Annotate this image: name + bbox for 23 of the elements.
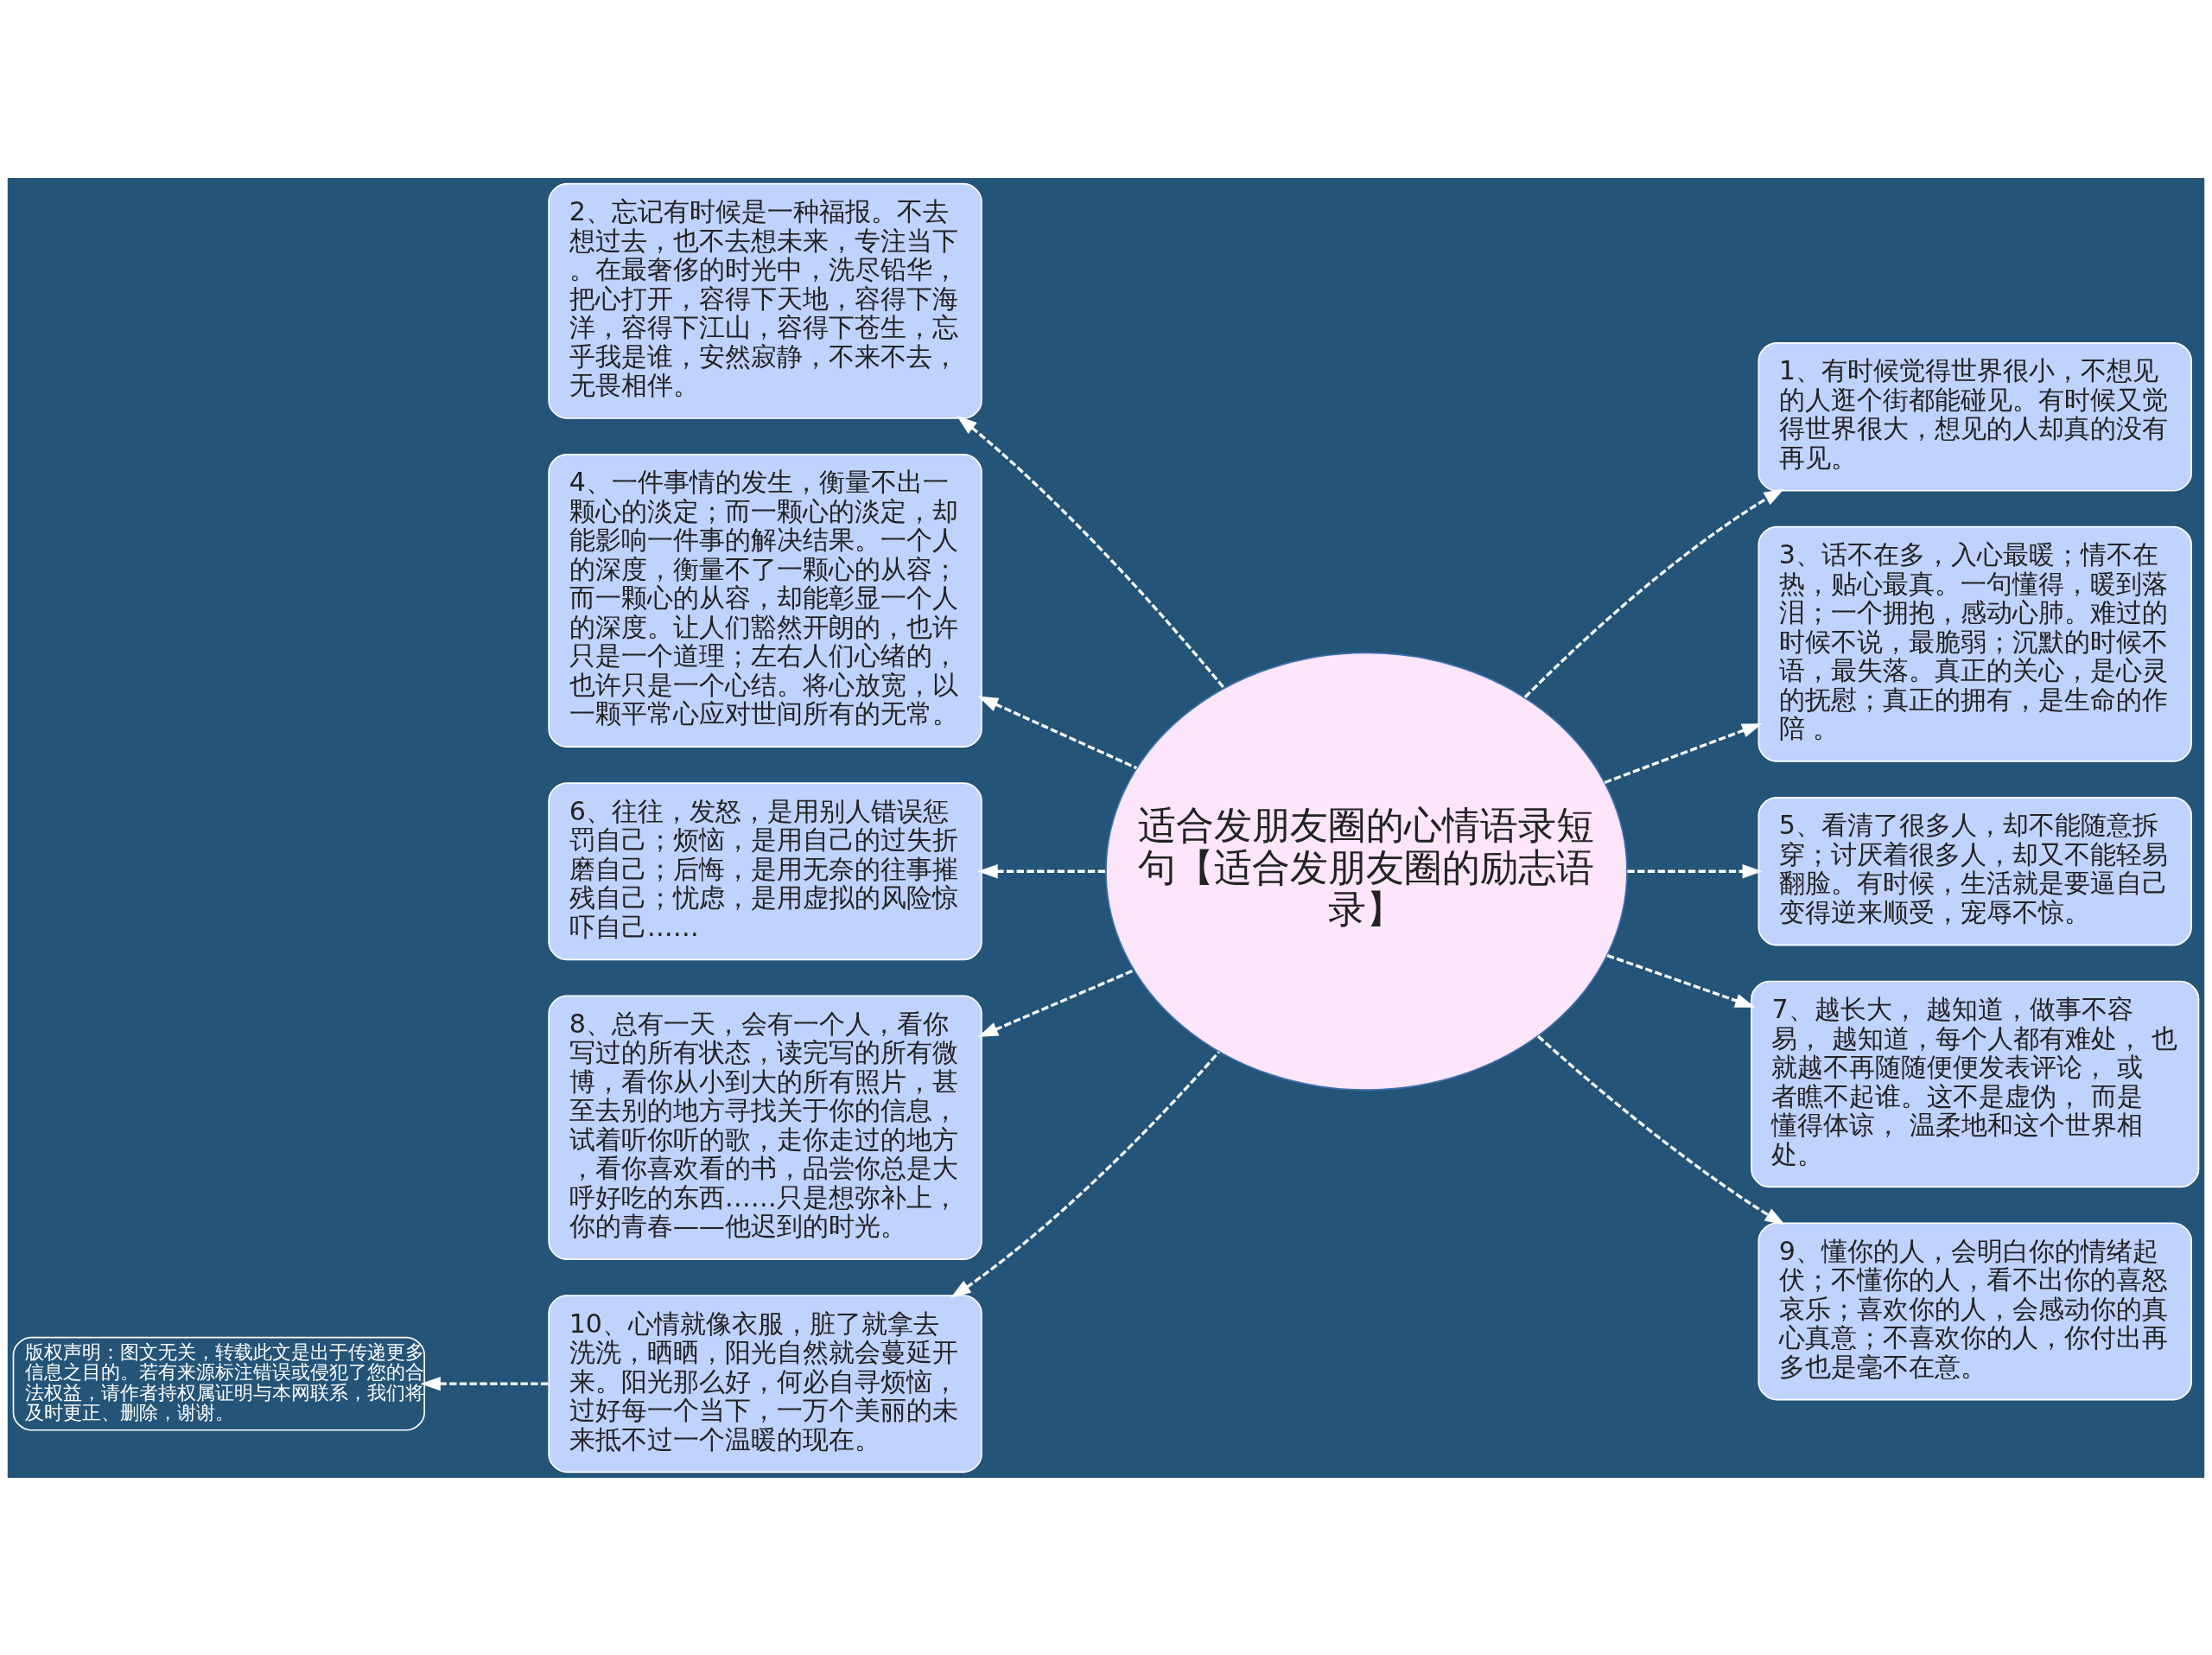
node-box: 5、看清了很多人，却不能随意拆穿；讨厌着很多人，却又不能轻易翻脸。有时候，生活就是要逼自己变得逆来顺受，宠辱不惊。	[1758, 796, 2192, 945]
arrow	[950, 1050, 1220, 1298]
arrow	[420, 1376, 549, 1391]
node-box: 7、越长大， 越知道，做事不容易， 越知道，每个人都有难处， 也就越不再随随便便发表评论， 或者瞧不起谁。这不是虚伪， 而是懂得体谅， 温柔地和这个世界相处。	[1751, 980, 2200, 1187]
arrow	[1523, 487, 1784, 698]
node-box: 10、心情就像衣服，脏了就拿去洗洗，晒晒，阳光自然就会蔓延开来。阳光那么好，何必自寻烦恼，过好每一个当下，一万个美丽的未来抵不过一个温暖的现在。	[548, 1294, 982, 1473]
node-box: 6、往往，发怒，是用别人错误惩罚自己；烦恼，是用自己的过失折磨自己；后悔，是用无奈的往事摧残自己；忧虑，是用虚拟的风险惊吓自己……	[548, 781, 982, 960]
node-ellipse: 适合发朋友圈的心情语录短句【适合发朋友圈的励志语录】	[1105, 652, 1628, 1091]
arrow	[1537, 1034, 1786, 1225]
arrow	[977, 863, 1106, 878]
node-box: 8、总有一天，会有一个人，看你写过的所有状态，读完写的所有微博，看你从小到大的所有照片，甚至去别的地方寻找关于你的信息，试着听你听的歌，走你走过的地方，看你喜欢看的书，品尝你总是大呼好吃的东西……只是想弥补上，你的青春——他迟到的时光。	[548, 994, 982, 1260]
node-box: 3、话不在多，入心最暖；情不在热，贴心最真。一句懂得，暖到落泪；一个拥抱，感动心肺。难过的时候不说，最脆弱；沉默的时候不语，最失落。真正的关心，是心灵的抚慰；真正的拥有，是生命的作陪 。	[1758, 525, 2192, 762]
arrow	[1606, 953, 1756, 1008]
arrow	[1604, 722, 1763, 784]
arrow	[977, 968, 1135, 1037]
node-box: 2、忘记有时候是一种福报。不去想过去，也不去想未来，专注当下。在最奢侈的时光中，洗尽铅华，把心打开，容得下天地，容得下海洋，容得下江山，容得下苍生，忘乎我是谁，安然寂静，不来不去，无畏相伴。	[548, 182, 982, 419]
arrow	[957, 415, 1225, 689]
node-box: 1、有时候觉得世界很小，不想见的人逛个街都能碰见。有时候又觉得世界很大，想见的人却真的没有再见。	[1758, 341, 2192, 492]
node-box: 4、一件事情的发生，衡量不出一颗心的淡定；而一颗心的淡定，却能影响一件事的解决结果。一个人的深度，衡量不了一颗心的从容；而一颗心的从容，却能彰显一个人的深度。让人们豁然开朗的，也许只是一个道理；左右人们心绪的，也许只是一个心结。将心放宽，以一颗平常心应对世间所有的无常。	[548, 453, 982, 748]
arrow	[1627, 863, 1764, 878]
arrow	[977, 696, 1138, 769]
node-box: 版权声明：图文无关，转载此文是出于传递更多信息之目的。若有来源标注错误或侵犯了您的合法权益，请作者持权属证明与本网联系，我们将及时更正、删除，谢谢。	[12, 1336, 425, 1431]
node-box: 9、懂你的人，会明白你的情绪起伏；不懂你的人，看不出你的喜怒哀乐；喜欢你的人，会感动你的真心真意；不喜欢你的人，你付出再多也是毫不在意。	[1758, 1221, 2192, 1400]
